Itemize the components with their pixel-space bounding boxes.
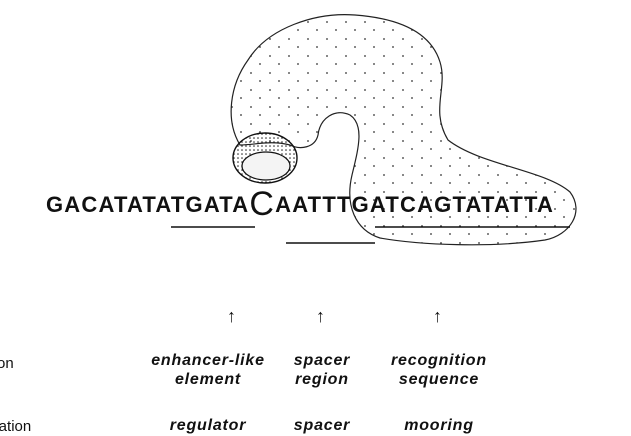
arrow-up-icon: ↑ bbox=[227, 306, 236, 327]
function-recognition-sequence: recognition sequence bbox=[364, 351, 514, 389]
dna-sequence: GACATATATGATACAATTTGATCAGTATATTA bbox=[46, 187, 554, 221]
row-label-designation: gnation bbox=[0, 418, 31, 435]
function-recognition-line1: recognition bbox=[364, 351, 514, 370]
protein-knob-inner bbox=[242, 152, 290, 180]
sequence-part-1: GACATATATGATA bbox=[46, 192, 249, 217]
designation-mooring: mooring bbox=[364, 416, 514, 435]
arrow-up-icon: ↑ bbox=[433, 306, 442, 327]
arrow-up-icon: ↑ bbox=[316, 306, 325, 327]
sequence-highlighted-base: C bbox=[249, 185, 275, 223]
row-label-function: ction bbox=[0, 355, 14, 372]
function-recognition-line2: sequence bbox=[364, 370, 514, 389]
sequence-part-2: AATTTGATCAGTATATTA bbox=[275, 192, 554, 217]
